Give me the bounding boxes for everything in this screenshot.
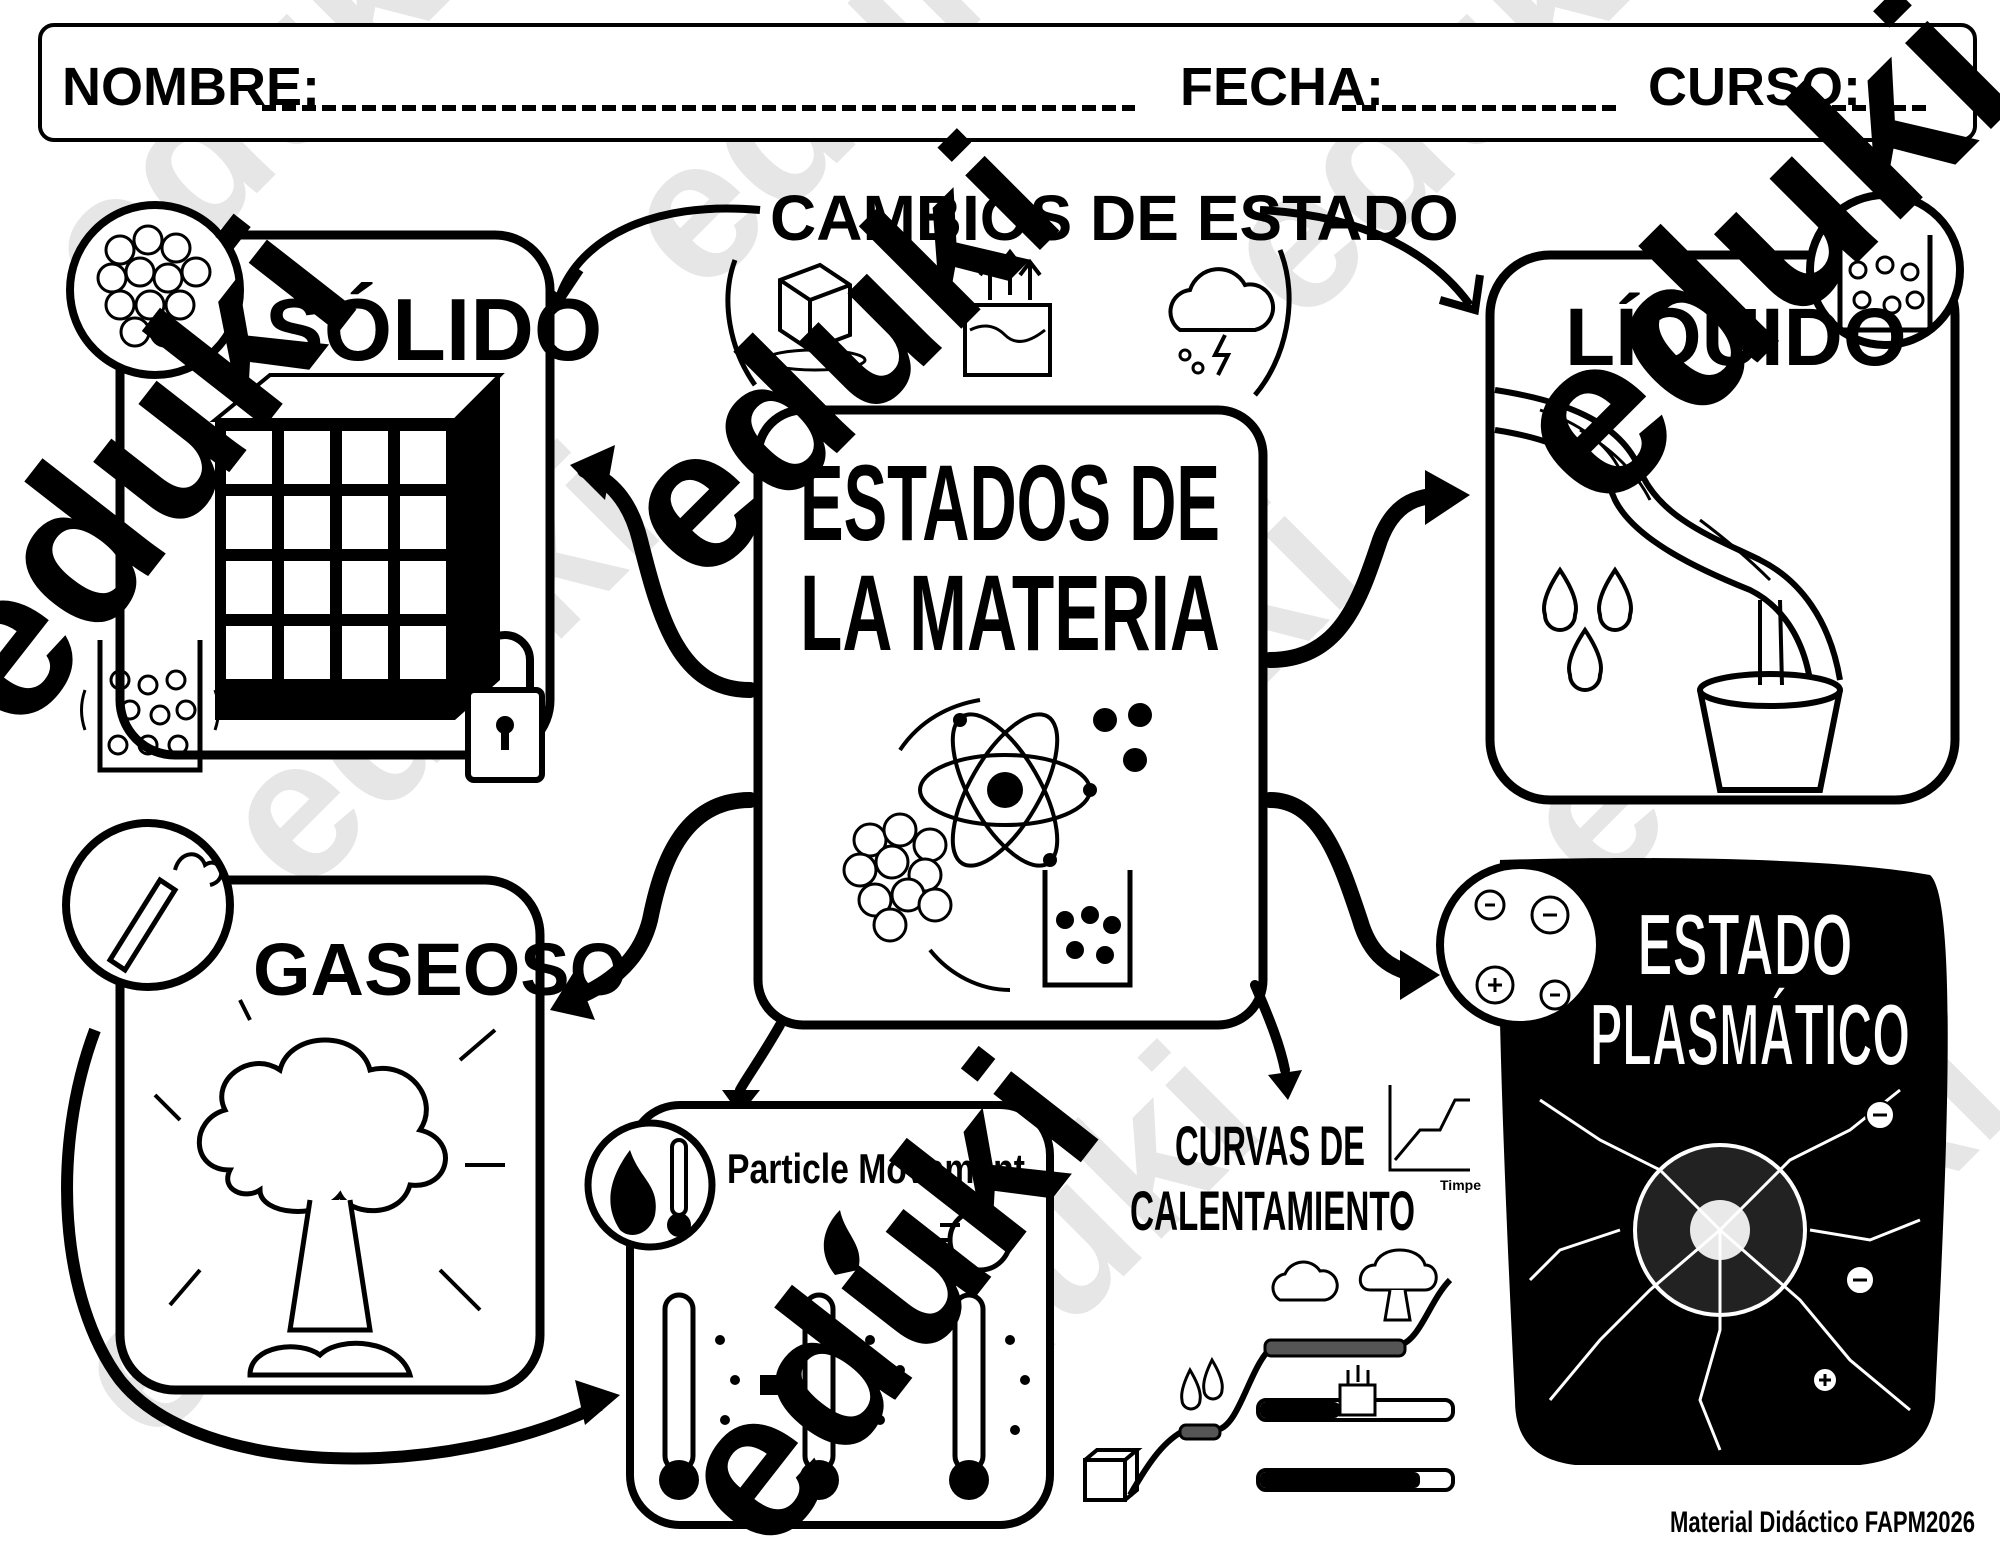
center-title-line2: LA MATERIA (800, 552, 1220, 673)
header-bar: NOMBRE: FECHA: CURSO: (38, 23, 1977, 142)
cloud-storm-icon (1168, 267, 1276, 376)
arrow-to-solid (556, 204, 761, 297)
liquid-title: LÍQUIDO (1565, 292, 1907, 383)
gas-title: GASEOSO (253, 928, 627, 1011)
ice-cube-icon (763, 262, 867, 372)
solid-title: SÓLIDO (265, 280, 602, 379)
particle-movement-panel: Particle Movement (584, 1101, 1054, 1529)
name-label: NOMBRE: (62, 57, 320, 117)
small-ice-cube-icon (1083, 1448, 1143, 1502)
thermometer-icon (659, 1292, 989, 1500)
cambios-title: CAMBIOS DE ESTADO (770, 182, 1459, 254)
heating-curves-section: CURVAS DE CALENTAMIENTO Timpe (1083, 1085, 1481, 1502)
plasma-title-line1: ESTADO (1638, 895, 1853, 994)
gas-cloud-icon (196, 1037, 448, 1378)
arrow-to-liquid (1259, 206, 1474, 308)
center-box: ESTADOS DE LA MATERIA (753, 405, 1268, 1030)
arrowheads (550, 445, 1470, 1115)
mushroom-cloud-icon (1359, 1248, 1438, 1322)
center-connectors (562, 462, 1458, 1095)
particle-cluster-icon (842, 812, 953, 943)
liquid-panel: LÍQUIDO (1485, 191, 1964, 805)
mini-chart-icon: Timpe (1388, 1085, 1481, 1193)
lock-icon (465, 631, 545, 783)
droplets-icon (1542, 566, 1633, 692)
footer-credit: Material Didáctico FAPM2026 (1670, 1506, 1975, 1539)
heat-steam-icon (963, 248, 1052, 377)
gas-panel: GASEOSO (61, 819, 627, 1465)
plasma-panel: ESTADO PLASMÁTICO (1436, 858, 1948, 1465)
curves-axis-label: Timpe (1440, 1177, 1481, 1193)
liquid-particles-icon (1806, 191, 1964, 349)
cambios-de-estado-section: CAMBIOS DE ESTADO (537, 182, 1484, 397)
flame-thermometer-icon (584, 1119, 716, 1251)
droplets-small-icon (1180, 1356, 1224, 1411)
plasma-ions-icon (1436, 861, 1604, 1029)
cube-lattice-icon (209, 373, 505, 720)
flame-icon (823, 1210, 860, 1275)
curves-title-line1: CURVAS DE (1175, 1114, 1365, 1177)
beaker-icon (80, 640, 220, 773)
particle-title: Particle Movement (727, 1145, 1025, 1192)
curves-title-line2: CALENTAMIENTO (1130, 1179, 1415, 1242)
center-title-line1: ESTADOS DE (800, 442, 1220, 563)
plasma-title-line2: PLASMÁTICO (1590, 985, 1910, 1084)
cup-icon (1697, 599, 1843, 793)
plasma-orb-icon (1528, 1088, 1921, 1451)
solid-panel: SÓLIDO (66, 201, 602, 783)
cloud-rain-icon (1271, 1260, 1339, 1302)
atom-icon (918, 712, 1097, 868)
beaker-icon (1042, 870, 1133, 988)
